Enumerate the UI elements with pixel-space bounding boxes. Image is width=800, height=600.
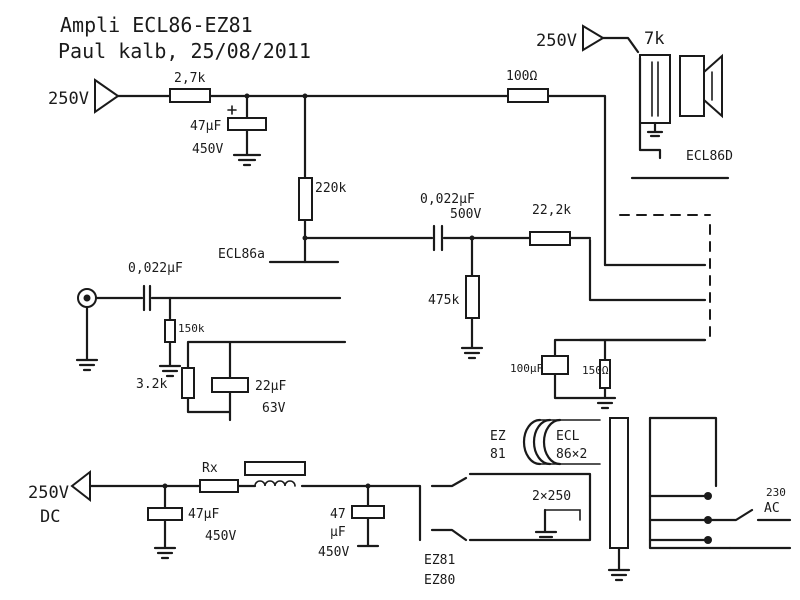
pentode-envelope — [619, 214, 711, 341]
mains-transformer — [607, 416, 792, 582]
output-transformer — [638, 54, 671, 160]
psu-rail — [88, 484, 422, 542]
heater-label-ez: EZ — [490, 429, 506, 444]
capacitor-22uf-voltage: 63V — [262, 401, 286, 416]
resistor-2-7k — [169, 88, 211, 103]
resistor-150-ohm — [599, 359, 611, 389]
capacitor-100uf — [541, 355, 569, 375]
resistor-150k — [164, 319, 176, 343]
capacitor-47uf-c — [351, 505, 385, 519]
capacitor-100uf-label: 100μF — [510, 362, 543, 375]
wire-150k — [158, 296, 182, 378]
wire-475k — [460, 236, 484, 360]
capacitor-47uf-top-voltage: 450V — [192, 142, 223, 157]
heater-label-81: 81 — [490, 447, 506, 462]
pentode-cathode-network — [553, 338, 707, 410]
resistor-rx-label: Rx — [202, 461, 218, 476]
heater-filament-icon — [522, 418, 601, 466]
resistor-150-ohm-label: 150Ω — [582, 364, 609, 377]
resistor-2-7k-label: 2,7k — [174, 71, 205, 86]
b-plus-rail — [116, 94, 607, 267]
heater-label-86x2: 86×2 — [556, 447, 587, 462]
choke-inductor — [244, 461, 306, 487]
capacitor-47uf-b-label: 47μF — [188, 507, 219, 522]
dc-output-sub: DC — [40, 507, 60, 527]
pentode-electrodes — [578, 238, 707, 342]
input-ground — [75, 305, 99, 372]
dc-output-label: 250V — [28, 483, 69, 503]
capacitor-input — [142, 284, 152, 312]
wire-ot-primary — [601, 36, 640, 54]
tube-label-ecl86a: ECL86a — [218, 247, 265, 262]
resistor-220k-label: 220k — [315, 181, 346, 196]
capacitor-47uf-c-voltage: 450V — [318, 545, 349, 560]
capacitor-coupling-label: 0,022μF — [420, 192, 475, 207]
rectifier-tube — [430, 472, 592, 542]
rectifier-label-1: EZ81 — [424, 553, 455, 568]
resistor-220k — [298, 177, 313, 221]
capacitor-coupling — [432, 224, 444, 252]
heater-label-ecl: ECL — [556, 429, 580, 444]
capacitor-47uf-b-voltage: 450V — [205, 529, 236, 544]
capacitor-47uf-c-label-1: 47 — [330, 507, 346, 522]
wire-47uf-c — [356, 484, 380, 548]
capacitor-input-label: 0,022μF — [128, 261, 183, 276]
resistor-22-2k-label: 22,2k — [532, 203, 571, 218]
resistor-150k-label: 150k — [178, 322, 205, 335]
resistor-100-ohm — [507, 88, 549, 103]
resistor-3-2k-label: 3.2k — [136, 377, 167, 392]
hv-input-right-arrow — [582, 24, 605, 52]
title-line-2: Paul kalb, 25/08/2011 — [58, 39, 311, 63]
resistor-rx — [199, 479, 239, 493]
mains-label-2: AC — [764, 501, 780, 516]
capacitor-22uf — [211, 377, 249, 393]
secondary-hv-label: 2×250 — [532, 489, 571, 504]
resistor-100-ohm-label: 100Ω — [506, 69, 537, 84]
capacitor-47uf-b — [147, 507, 183, 521]
secondary-ct-ground — [534, 508, 558, 539]
input-jack-icon[interactable] — [77, 288, 97, 308]
rectifier-label-2: EZ80 — [424, 573, 455, 588]
tube-label-ecl86d: ECL86D — [686, 149, 733, 164]
capacitor-47uf-top — [227, 94, 267, 167]
title-line-1: Ampli ECL86-EZ81 — [60, 13, 253, 37]
capacitor-47uf-top-label: 47μF — [190, 119, 221, 134]
resistor-475k — [465, 275, 480, 319]
hv-input-left: 250V — [48, 78, 120, 114]
resistor-3-2k — [181, 367, 195, 399]
capacitor-47uf-c-label-2: μF — [330, 525, 346, 540]
junction-dot — [302, 235, 308, 241]
mains-label-1: 230 — [766, 486, 786, 499]
capacitor-coupling-voltage: 500V — [450, 207, 481, 222]
output-transformer-label: 7k — [644, 29, 664, 49]
hv-input-left-arrow — [94, 78, 120, 114]
hv-input-left-label: 250V — [48, 89, 89, 109]
wire-47uf-b — [153, 484, 177, 560]
hv-input-right-label: 250V — [536, 31, 577, 51]
secondary-ct-wire — [544, 509, 581, 521]
resistor-475k-label: 475k — [428, 293, 459, 308]
hv-input-right: 250V — [536, 24, 605, 52]
resistor-22-2k — [529, 231, 571, 246]
dc-output: 250V DC — [28, 469, 91, 527]
speaker-icon — [679, 53, 723, 119]
dc-output-arrow — [70, 469, 91, 503]
capacitor-22uf-label: 22μF — [255, 379, 286, 394]
